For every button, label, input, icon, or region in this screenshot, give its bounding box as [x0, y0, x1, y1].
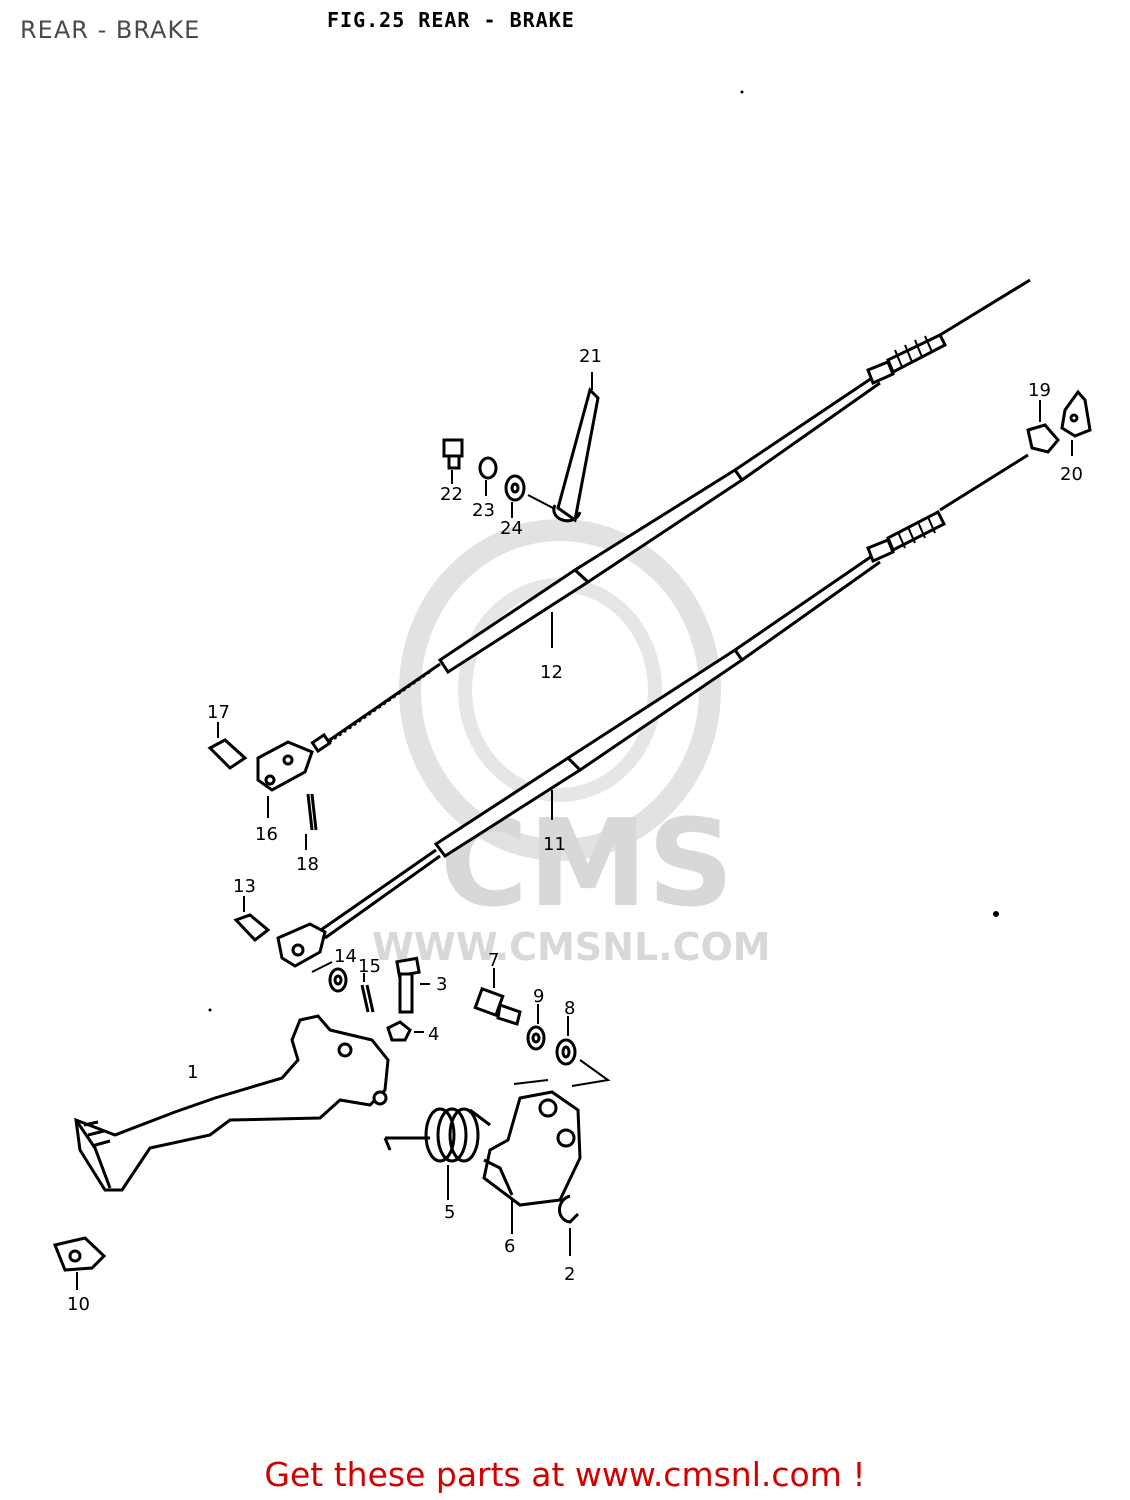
callout-16: 16 [255, 824, 278, 845]
stray-dot [208, 1008, 212, 1012]
part-1-brake-pedal [74, 1014, 390, 1192]
callout-13: 13 [233, 876, 256, 897]
part-12-brake-cable [310, 278, 1031, 754]
part-4-nut [386, 1020, 412, 1042]
callout-20: 20 [1060, 464, 1083, 485]
part-13-pin [233, 913, 271, 943]
callout-24: 24 [500, 518, 523, 539]
part-8-washer [555, 1038, 577, 1066]
part-7-bolt [473, 986, 522, 1026]
stray-dot [993, 911, 999, 917]
lower-clevis [276, 922, 327, 968]
part-6-brake-arm [482, 1090, 582, 1207]
part-2-clip [558, 1194, 580, 1224]
callout-9: 9 [533, 986, 544, 1007]
callout-12: 12 [540, 662, 563, 683]
part-23-washer [478, 456, 498, 480]
callout-11: 11 [543, 834, 566, 855]
part-10-pedal-rubber [52, 1236, 107, 1272]
callout-labels: 1 2 3 4 5 6 7 8 9 10 11 12 13 14 15 16 1… [67, 346, 1083, 1315]
part-21-cable-clamp [552, 387, 600, 523]
arm-leader [513, 1079, 549, 1085]
callout-7: 7 [488, 950, 499, 971]
callout-23: 23 [472, 500, 495, 521]
callout-21: 21 [579, 346, 602, 367]
part-15-cotter-pin [360, 984, 375, 1013]
callout-22: 22 [440, 484, 463, 505]
cms-watermark: CMS WWW.CMSNL.COM [372, 519, 771, 969]
get-parts-link[interactable]: Get these parts at www.cmsnl.com ! [264, 1455, 866, 1494]
watermark-url: WWW.CMSNL.COM [372, 925, 771, 969]
callout-6: 6 [504, 1236, 515, 1257]
figure-title: FIG.25 REAR - BRAKE [327, 8, 575, 32]
callout-2: 2 [564, 1264, 575, 1285]
callout-10: 10 [67, 1294, 90, 1315]
part-20-clip [1060, 389, 1092, 438]
callout-18: 18 [296, 854, 319, 875]
callout-4: 4 [428, 1024, 439, 1045]
leader-lines [76, 372, 1073, 1290]
callout-3: 3 [436, 974, 447, 995]
callout-15: 15 [358, 956, 381, 977]
part-22-bolt [442, 438, 464, 470]
callout-5: 5 [444, 1202, 455, 1223]
part-3-bolt [395, 956, 421, 1014]
callout-14: 14 [334, 946, 357, 967]
page-title: REAR - BRAKE [20, 16, 201, 44]
part-19-cable-end [1026, 423, 1060, 454]
part-9-washer [526, 1025, 546, 1051]
part-24-washer [504, 474, 526, 502]
callout-1: 1 [187, 1062, 198, 1083]
washer-leader [571, 1059, 611, 1087]
part-5-return-spring [383, 1107, 491, 1163]
callout-8: 8 [564, 998, 575, 1019]
part-17-pin [207, 738, 248, 770]
part-16-clevis [256, 740, 314, 792]
callout-17: 17 [207, 702, 230, 723]
part-11-brake-cable [317, 453, 1029, 940]
part-18-cotter-pin [306, 793, 318, 831]
callout-19: 19 [1028, 380, 1051, 401]
stray-dot [740, 90, 744, 94]
watermark-mascot-outline [399, 519, 721, 861]
part-14-washer [328, 967, 348, 993]
clamp-leader [527, 494, 554, 509]
